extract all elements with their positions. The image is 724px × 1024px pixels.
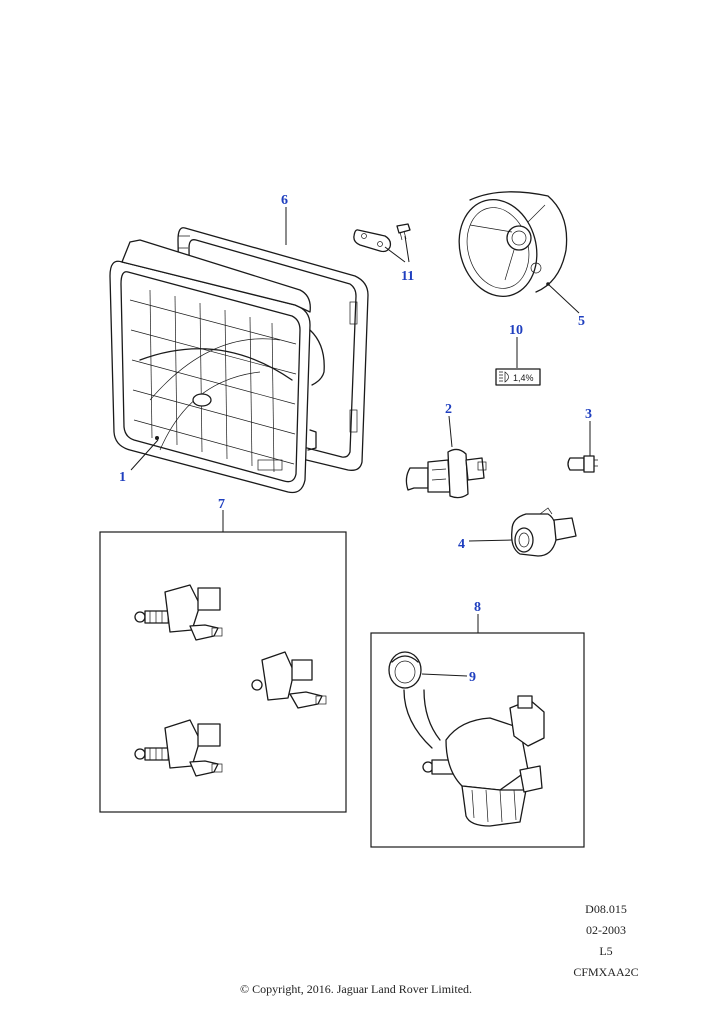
part-1-headlamp [109,239,325,494]
callout-11: 11 [401,269,414,284]
diagram-code: CFMXAA2C [573,965,639,979]
part-9-grommet [388,651,422,689]
callout-1: 1 [119,470,126,485]
label-10-text: 1,4% [513,373,534,383]
callout-4: 4 [458,537,465,552]
callout-8: 8 [474,600,481,615]
part-5-cover-cap [458,191,568,297]
part-4-bulb-holder [511,507,577,557]
callout-10: 10 [509,323,523,338]
diagram-date: 02-2003 [586,923,626,937]
part-10-aim-label: 1,4% [495,368,541,386]
copyright-notice: © Copyright, 2016. Jaguar Land Rover Lim… [239,982,473,996]
callout-2: 2 [445,402,452,417]
leader-lines [130,207,591,677]
part-11-bracket-screw [353,223,411,253]
diagram-revision: L5 [599,944,613,958]
part-3-side-bulb [567,455,598,473]
diagram-ref: D08.015 [585,902,627,916]
callout-3: 3 [585,407,592,422]
callout-7: 7 [218,497,225,512]
callout-5: 5 [578,314,585,329]
callout-numbers: 1 2 3 4 5 6 7 8 9 10 11 [119,193,592,685]
part-7-adjusters [134,584,327,777]
callout-6: 6 [281,193,288,208]
callout-9: 9 [469,670,476,685]
part-8-levelling-motor [403,689,545,827]
part-2-headlamp-bulb [405,448,487,499]
